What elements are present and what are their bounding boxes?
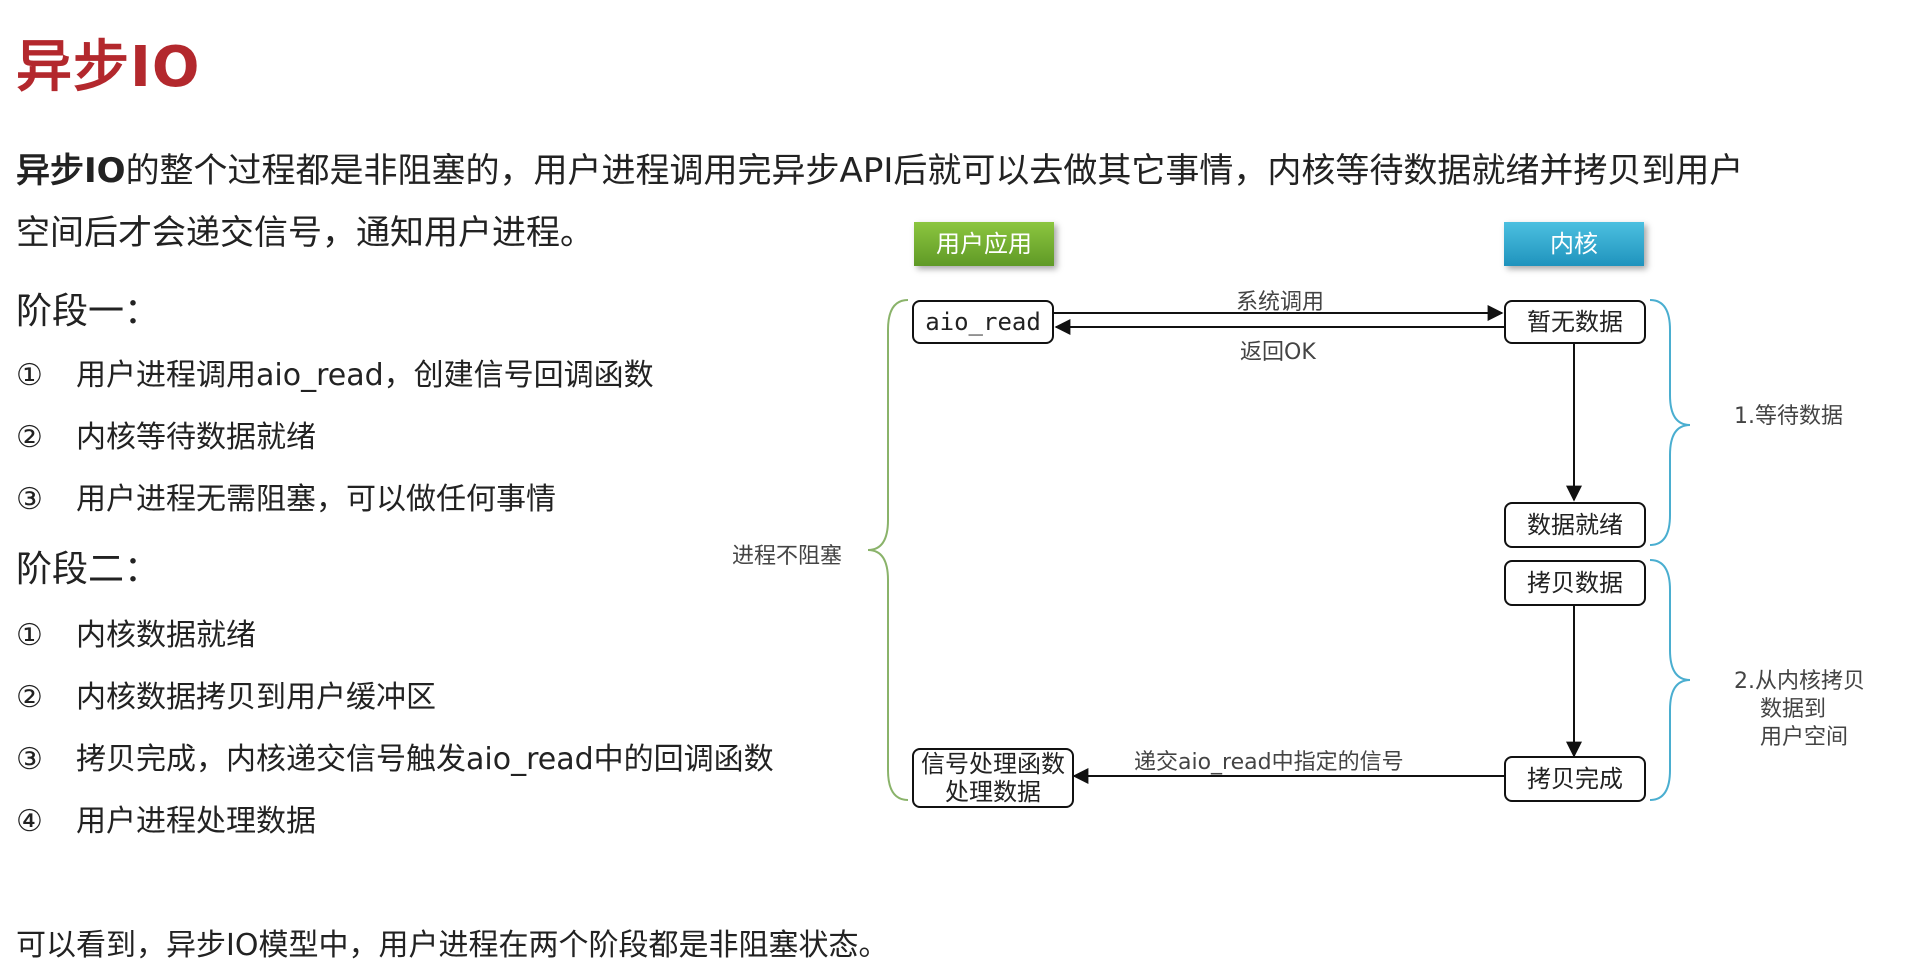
copy-done-box: 拷贝完成 (1504, 756, 1646, 802)
conclusion-text: 可以看到，异步IO模型中，用户进程在两个阶段都是非阻塞状态。 (16, 928, 889, 963)
stage2-item-4: ④ 用户进程处理数据 (16, 796, 316, 840)
item-text: 内核数据拷贝到用户缓冲区 (76, 680, 436, 715)
item-num: ③ (16, 742, 43, 777)
stage2-item-3: ③ 拷贝完成，内核递交信号触发aio_read中的回调函数 (16, 734, 774, 778)
intro-line1-rest: 的整个过程都是非阻塞的，用户进程调用完异步API后就可以去做其它事情，内核等待数… (125, 151, 1744, 191)
syscall-label: 系统调用 (1236, 290, 1325, 315)
item-text: 内核数据就绪 (76, 618, 256, 653)
phase1-label: 1.等待数据 (1734, 404, 1843, 429)
no-block-brace (867, 299, 909, 801)
item-num: ③ (16, 482, 43, 517)
phase2-line-1: 2.从内核拷贝 (1734, 669, 1865, 694)
handler-line-1: 信号处理函数 (921, 750, 1065, 778)
item-text: 用户进程无需阻塞，可以做任何事情 (76, 482, 556, 517)
signal-label: 递交aio_read中指定的信号 (1134, 750, 1404, 775)
data-ready-box: 数据就绪 (1504, 502, 1646, 548)
item-num: ① (16, 618, 43, 653)
item-text: 用户进程处理数据 (76, 804, 316, 839)
stage2-item-2: ② 内核数据拷贝到用户缓冲区 (16, 672, 436, 716)
phase2-label: 2.从内核拷贝 数据到 用户空间 (1734, 668, 1894, 752)
stage1-item-3: ③ 用户进程无需阻塞，可以做任何事情 (16, 474, 556, 518)
intro-line-1: 异步IO的整个过程都是非阻塞的，用户进程调用完异步API后就可以去做其它事情，内… (16, 140, 1816, 202)
kernel-header: 内核 (1504, 222, 1644, 266)
page-title: 异步IO (16, 35, 201, 100)
stage1-item-2: ② 内核等待数据就绪 (16, 412, 316, 456)
item-num: ② (16, 680, 43, 715)
item-text: 内核等待数据就绪 (76, 420, 316, 455)
intro-bold: 异步IO (16, 151, 126, 191)
phase2-brace (1649, 559, 1691, 801)
no-data-box: 暂无数据 (1504, 300, 1646, 344)
user-app-header: 用户应用 (914, 222, 1054, 266)
return-label: 返回OK (1240, 340, 1316, 365)
stage1-title: 阶段一： (16, 291, 161, 332)
phase2-line-3: 用户空间 (1760, 725, 1849, 750)
stage2-title: 阶段二： (16, 549, 161, 590)
no-block-label: 进程不阻塞 (732, 544, 843, 569)
signal-handler-box: 信号处理函数 处理数据 (912, 748, 1074, 808)
handler-line-2: 处理数据 (945, 778, 1041, 806)
phase2-line-2: 数据到 (1760, 697, 1827, 722)
phase1-brace (1649, 299, 1691, 546)
item-num: ④ (16, 804, 43, 839)
intro-paragraph: 异步IO的整个过程都是非阻塞的，用户进程调用完异步API后就可以去做其它事情，内… (16, 140, 1816, 264)
item-text: 用户进程调用aio_read，创建信号回调函数 (76, 358, 654, 393)
stage2-item-1: ① 内核数据就绪 (16, 610, 256, 654)
intro-line-2: 空间后才会递交信号，通知用户进程。 (16, 213, 594, 253)
stage1-item-1: ① 用户进程调用aio_read，创建信号回调函数 (16, 350, 654, 394)
aio-read-box: aio_read (912, 300, 1054, 344)
item-text: 拷贝完成，内核递交信号触发aio_read中的回调函数 (76, 742, 774, 777)
copy-data-box: 拷贝数据 (1504, 560, 1646, 606)
item-num: ② (16, 420, 43, 455)
item-num: ① (16, 358, 43, 393)
